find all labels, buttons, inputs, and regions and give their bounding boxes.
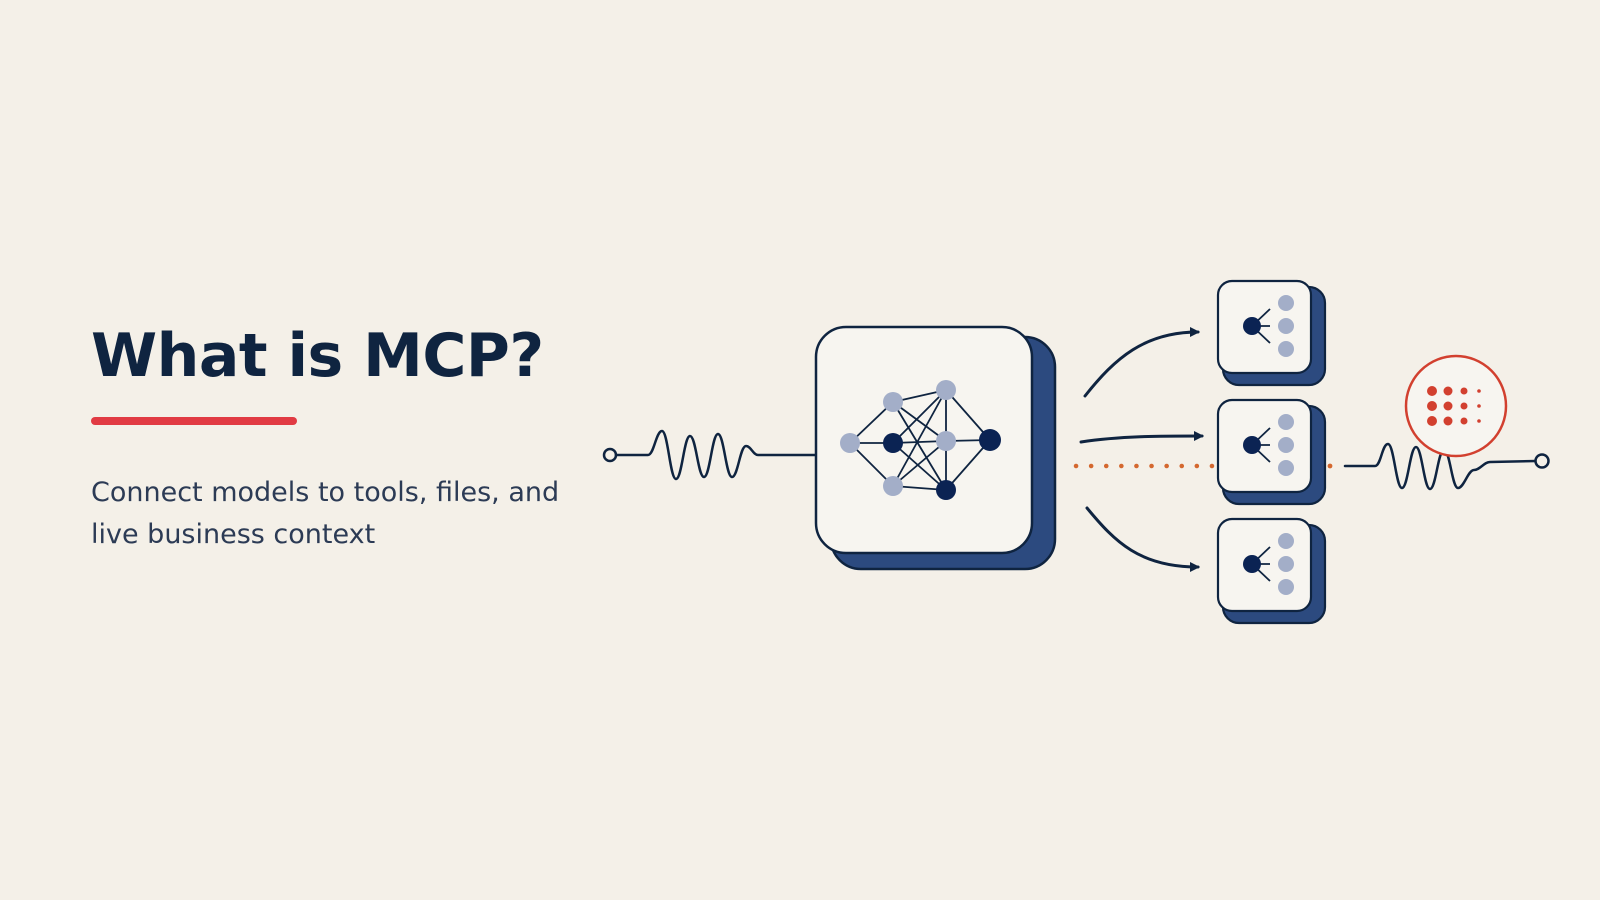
input-wave-line [614, 429, 828, 481]
nn-node [883, 392, 903, 412]
tool-box-face [1216, 279, 1313, 375]
title-underline [91, 417, 297, 425]
tool-box-face [1216, 398, 1313, 494]
dotted-signal [1073, 463, 1333, 469]
source-badge-ring [1404, 354, 1508, 458]
input-terminal-node [602, 447, 618, 463]
nn-node [936, 380, 956, 400]
tool-box-top [1216, 279, 1327, 387]
nn-node [883, 433, 903, 453]
tree-graph-icon [1243, 414, 1294, 476]
model-box-face [814, 325, 1034, 555]
tool-box-middle [1216, 398, 1327, 506]
nn-output-node [979, 429, 1001, 451]
tool-box-bottom [1216, 517, 1327, 625]
model-box [814, 325, 1057, 571]
nn-node [936, 480, 956, 500]
output-wave-line [1343, 442, 1538, 491]
arrow-to-tool-bottom [1085, 506, 1200, 572]
tree-graph-icon [1243, 295, 1294, 357]
nn-node [883, 476, 903, 496]
output-terminal-node [1534, 453, 1550, 469]
dotted-signal-right-dot [1327, 463, 1333, 469]
tree-graph-icon [1243, 533, 1294, 595]
output-signal [1343, 442, 1550, 491]
page-subtitle: Connect models to tools, files, and live… [91, 477, 560, 550]
neural-network-icon [840, 380, 1001, 500]
tool-box-face [1216, 517, 1313, 613]
arrow-to-tool-top [1083, 327, 1200, 398]
dot-grid-icon [1427, 386, 1481, 426]
page-title: What is MCP? [91, 321, 544, 391]
nn-input-node [840, 433, 860, 453]
nn-node [936, 431, 956, 451]
arrow-to-tool-middle [1079, 431, 1204, 444]
source-badge [1404, 354, 1508, 458]
connection-arrows [1079, 327, 1204, 572]
input-signal [602, 429, 828, 481]
